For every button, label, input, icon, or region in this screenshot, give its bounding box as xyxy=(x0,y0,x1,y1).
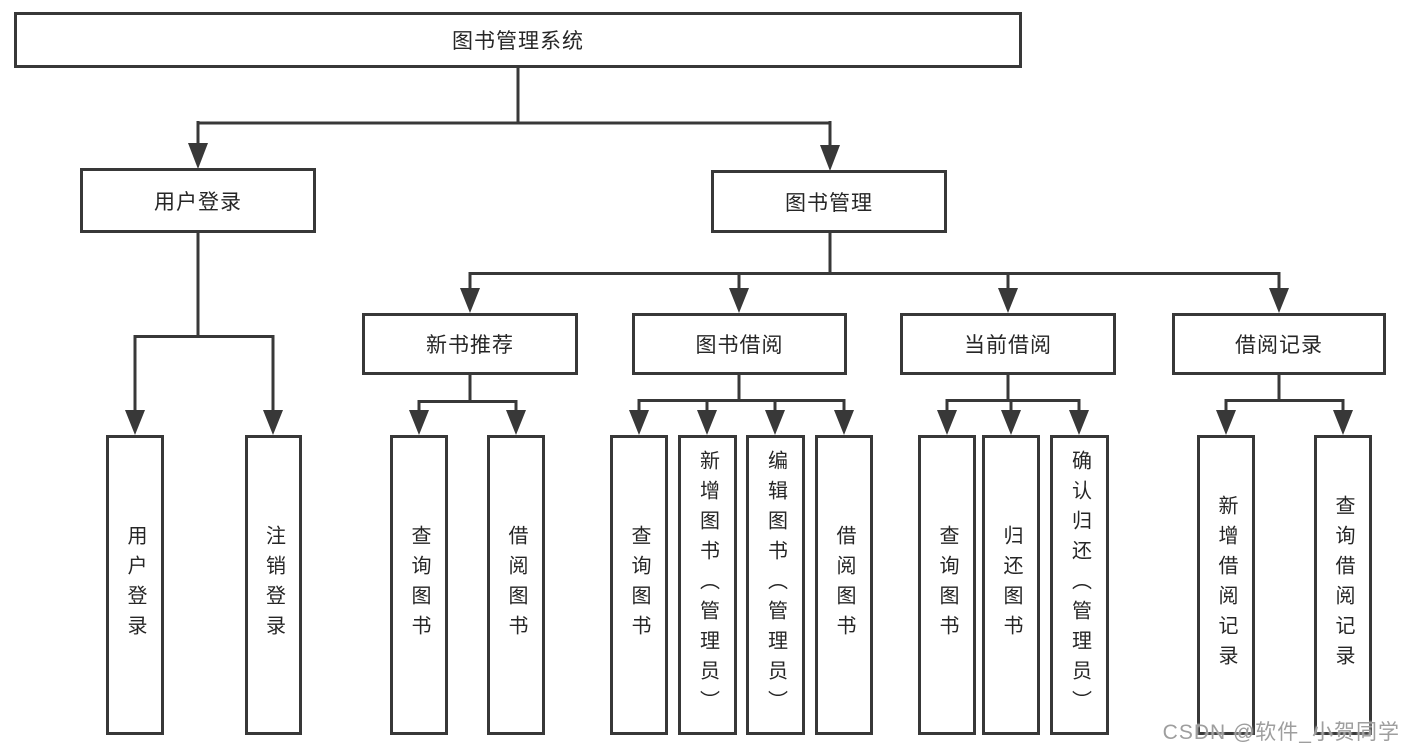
node-book-management-label: 图书管理 xyxy=(785,191,873,215)
connector-book-borrow xyxy=(637,375,846,412)
node-borrow-records: 借阅记录 xyxy=(1172,313,1386,375)
node-book-borrow: 图书借阅 xyxy=(632,313,847,375)
leaf-confirm-return-admin-label: 确认归还（管理员） xyxy=(1068,450,1091,720)
leaf-query-books-recommend-label: 查询图书 xyxy=(408,525,430,645)
node-system: 图书管理系统 xyxy=(14,12,1022,68)
arrowhead xyxy=(1269,288,1289,313)
arrowhead xyxy=(1069,410,1089,435)
node-book-borrow-label: 图书借阅 xyxy=(695,334,784,357)
node-user-login-label: 用户登录 xyxy=(154,190,242,214)
arrowhead xyxy=(1216,410,1236,435)
node-current-borrow-label: 当前借阅 xyxy=(964,334,1052,357)
arrowhead xyxy=(820,145,840,171)
leaf-query-books-borrow-label: 查询图书 xyxy=(628,525,650,645)
arrowhead xyxy=(937,410,957,435)
connector-user-login xyxy=(133,233,275,411)
leaf-add-book-admin-label: 新增图书（管理员） xyxy=(696,450,719,720)
node-user-login: 用户登录 xyxy=(80,168,316,233)
node-borrow-records-label: 借阅记录 xyxy=(1235,334,1323,357)
node-book-management: 图书管理 xyxy=(711,170,947,233)
connector-borrow-records xyxy=(1224,375,1345,412)
leaf-borrow-books-recommend: 借阅图书 xyxy=(487,435,545,735)
leaf-edit-book-admin-label: 编辑图书（管理员） xyxy=(764,450,787,720)
arrowhead xyxy=(188,143,208,169)
arrowhead xyxy=(834,410,854,435)
arrowhead xyxy=(697,410,717,435)
connector-new-book-recommend xyxy=(417,375,518,412)
arrowhead xyxy=(409,410,429,435)
node-system-label: 图书管理系统 xyxy=(452,30,584,53)
arrowhead xyxy=(125,410,145,435)
leaf-confirm-return-admin: 确认归还（管理员） xyxy=(1050,435,1109,735)
leaf-user-login: 用户登录 xyxy=(106,435,164,735)
leaf-logout: 注销登录 xyxy=(245,435,302,735)
leaf-query-books-current: 查询图书 xyxy=(918,435,976,735)
leaf-logout-label: 注销登录 xyxy=(262,525,285,645)
leaf-query-books-recommend: 查询图书 xyxy=(390,435,448,735)
arrowhead xyxy=(729,288,749,313)
leaf-edit-book-admin: 编辑图书（管理员） xyxy=(746,435,805,735)
leaf-query-borrow-record: 查询借阅记录 xyxy=(1314,435,1372,735)
arrowhead xyxy=(765,410,785,435)
arrowhead xyxy=(506,410,526,435)
node-current-borrow: 当前借阅 xyxy=(900,313,1116,375)
arrowhead xyxy=(998,288,1018,313)
connector-current-borrow xyxy=(945,375,1081,412)
leaf-query-borrow-record-label: 查询借阅记录 xyxy=(1332,495,1354,675)
leaf-add-book-admin: 新增图书（管理员） xyxy=(678,435,737,735)
arrowhead xyxy=(1001,410,1021,435)
arrowhead xyxy=(629,410,649,435)
node-new-book-recommend: 新书推荐 xyxy=(362,313,578,375)
node-new-book-recommend-label: 新书推荐 xyxy=(426,334,514,357)
leaf-add-borrow-record: 新增借阅记录 xyxy=(1197,435,1255,735)
connector-root xyxy=(196,68,832,146)
arrowhead xyxy=(460,288,480,313)
watermark: CSDN @软件_小贺同学 xyxy=(1162,721,1400,744)
leaf-user-login-label: 用户登录 xyxy=(124,525,146,645)
leaf-add-borrow-record-label: 新增借阅记录 xyxy=(1215,495,1237,675)
arrowhead xyxy=(1333,410,1353,435)
arrowhead xyxy=(263,410,283,435)
leaf-query-books-borrow: 查询图书 xyxy=(610,435,668,735)
connector-book-management xyxy=(468,233,1281,290)
leaf-borrow-books-2-label: 借阅图书 xyxy=(833,525,855,645)
leaf-return-book-label: 归还图书 xyxy=(1000,525,1022,645)
leaf-query-books-current-label: 查询图书 xyxy=(936,525,958,645)
leaf-return-book: 归还图书 xyxy=(982,435,1040,735)
leaf-borrow-books-recommend-label: 借阅图书 xyxy=(505,525,527,645)
leaf-borrow-books-2: 借阅图书 xyxy=(815,435,873,735)
